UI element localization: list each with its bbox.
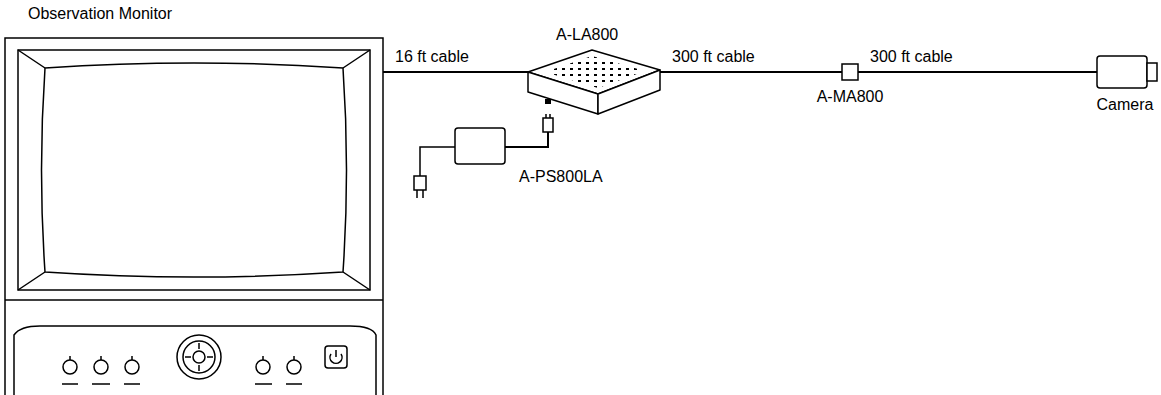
part-label: A-MA800 bbox=[817, 88, 884, 106]
cable-length-label: 300 ft cable bbox=[670, 48, 757, 66]
part-label: Observation Monitor bbox=[28, 5, 172, 23]
cable-line bbox=[858, 72, 1097, 73]
camera-drawing bbox=[1097, 56, 1157, 88]
part-label: Camera bbox=[1097, 96, 1154, 114]
cable-length-label: 16 ft cable bbox=[393, 48, 471, 66]
part-label: A-LA800 bbox=[556, 26, 618, 44]
part-label: A-PS800LA bbox=[519, 168, 603, 186]
camera-box: Camera bbox=[1097, 56, 1157, 88]
cable-line bbox=[660, 72, 842, 73]
power-supply-drawing bbox=[414, 114, 553, 198]
cable-line bbox=[383, 72, 528, 73]
power-supply-box: A-PS800LA bbox=[455, 128, 505, 164]
cable-length-label: 300 ft cable bbox=[868, 48, 955, 66]
mid-amplifier-box: A-MA800 bbox=[842, 64, 858, 80]
a-ma800-drawing bbox=[842, 64, 858, 80]
a-la800-drawing bbox=[528, 50, 660, 114]
cable-line bbox=[505, 132, 548, 147]
line-amplifier-box: A-LA800 bbox=[528, 50, 660, 114]
monitor-drawing bbox=[5, 38, 383, 395]
monitor-box: Observation Monitor bbox=[5, 38, 383, 395]
